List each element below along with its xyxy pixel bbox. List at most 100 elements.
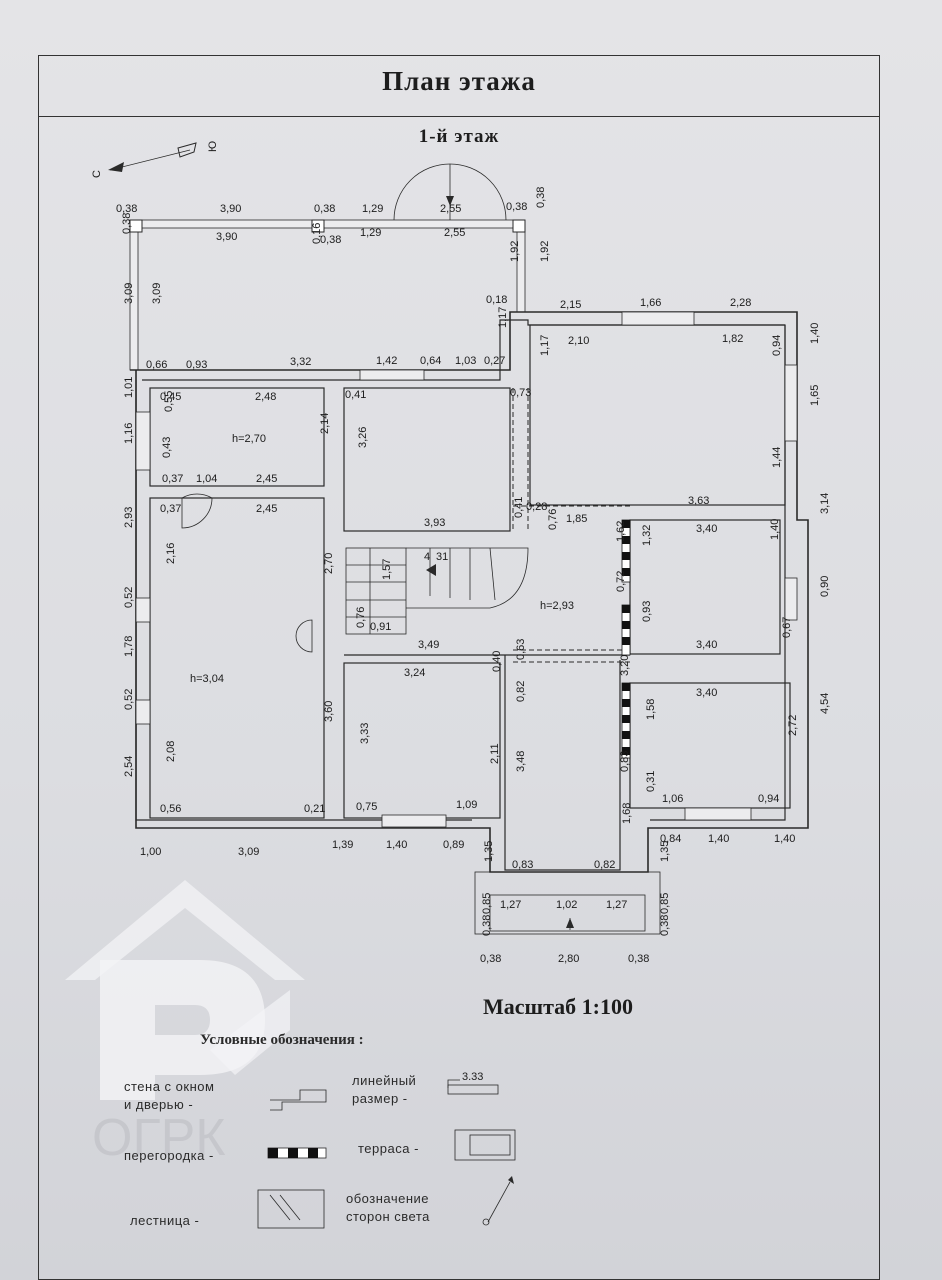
svg-text:2,11: 2,11 bbox=[489, 743, 501, 764]
svg-text:0,89: 0,89 bbox=[443, 839, 464, 851]
legend-terrace-label: терраса - bbox=[358, 1141, 419, 1156]
svg-text:3,40: 3,40 bbox=[696, 523, 717, 535]
svg-text:0,85: 0,85 bbox=[481, 893, 493, 914]
svg-text:0,37: 0,37 bbox=[162, 473, 183, 485]
svg-text:2,70: 2,70 bbox=[323, 553, 335, 574]
svg-text:1,65: 1,65 bbox=[809, 385, 821, 406]
svg-text:2,48: 2,48 bbox=[255, 391, 276, 403]
svg-text:3,33: 3,33 bbox=[359, 723, 371, 744]
page-title: План этажа bbox=[382, 66, 536, 96]
svg-text:31: 31 bbox=[436, 551, 448, 563]
svg-text:2,45: 2,45 bbox=[256, 503, 277, 515]
svg-text:0,94: 0,94 bbox=[758, 793, 779, 805]
svg-text:0,28: 0,28 bbox=[526, 501, 547, 513]
svg-text:1,58: 1,58 bbox=[645, 699, 657, 720]
svg-text:0,16: 0,16 bbox=[311, 223, 323, 244]
svg-text:0,52: 0,52 bbox=[123, 689, 135, 710]
svg-text:2,15: 2,15 bbox=[560, 299, 581, 311]
svg-text:0,67: 0,67 bbox=[781, 617, 793, 638]
svg-text:3,14: 3,14 bbox=[819, 493, 831, 514]
terrace bbox=[129, 163, 526, 371]
svg-text:3,09: 3,09 bbox=[151, 283, 163, 304]
svg-text:1,40: 1,40 bbox=[809, 323, 821, 344]
svg-text:0,72: 0,72 bbox=[615, 571, 627, 592]
svg-text:2,45: 2,45 bbox=[256, 473, 277, 485]
svg-text:3,20: 3,20 bbox=[619, 655, 631, 676]
svg-text:0,38: 0,38 bbox=[659, 915, 671, 936]
svg-text:0,76: 0,76 bbox=[547, 509, 559, 530]
svg-text:0,84: 0,84 bbox=[660, 833, 681, 845]
room-2 bbox=[149, 497, 325, 819]
svg-text:0,31: 0,31 bbox=[645, 771, 657, 792]
svg-text:3,60: 3,60 bbox=[323, 701, 335, 722]
legend-stairs-label: лестница - bbox=[130, 1213, 200, 1228]
legend-linear-label: линейный размер - bbox=[352, 1073, 417, 1106]
room-5 bbox=[629, 519, 781, 655]
svg-text:3,40: 3,40 bbox=[696, 639, 717, 651]
svg-text:3,90: 3,90 bbox=[220, 203, 241, 215]
svg-text:1,35: 1,35 bbox=[659, 841, 671, 862]
svg-text:1,00: 1,00 bbox=[140, 846, 161, 858]
svg-text:1,92: 1,92 bbox=[509, 241, 521, 262]
svg-text:0,94: 0,94 bbox=[771, 335, 783, 356]
svg-text:1,92: 1,92 bbox=[539, 241, 551, 262]
svg-text:2,93: 2,93 bbox=[123, 507, 135, 528]
svg-text:2,72: 2,72 bbox=[787, 715, 799, 736]
title-divider bbox=[38, 116, 880, 117]
stairs bbox=[345, 547, 529, 635]
svg-text:2,54: 2,54 bbox=[123, 756, 135, 777]
svg-text:0,45: 0,45 bbox=[160, 391, 181, 403]
svg-text:3,93: 3,93 bbox=[424, 517, 445, 529]
svg-text:3,26: 3,26 bbox=[357, 427, 369, 448]
svg-text:4,54: 4,54 bbox=[819, 693, 831, 714]
svg-text:0,52: 0,52 bbox=[123, 587, 135, 608]
svg-text:1,39: 1,39 bbox=[332, 839, 353, 851]
svg-text:1,29: 1,29 bbox=[360, 227, 381, 239]
svg-text:1,82: 1,82 bbox=[722, 333, 743, 345]
ogrk-watermark-logo: ОГРК bbox=[65, 880, 305, 1167]
svg-text:1,32: 1,32 bbox=[641, 525, 653, 546]
porch bbox=[474, 871, 661, 935]
svg-text:0,38: 0,38 bbox=[314, 203, 335, 215]
svg-text:0,38: 0,38 bbox=[480, 953, 501, 965]
svg-text:Ю: Ю bbox=[207, 141, 219, 152]
svg-text:1,40: 1,40 bbox=[386, 839, 407, 851]
svg-text:0,37: 0,37 bbox=[160, 503, 181, 515]
svg-text:0,55: 0,55 bbox=[163, 391, 175, 412]
svg-text:0,38: 0,38 bbox=[506, 201, 527, 213]
svg-text:3.33: 3.33 bbox=[462, 1071, 483, 1083]
svg-text:1,01: 1,01 bbox=[123, 377, 135, 398]
svg-text:1,66: 1,66 bbox=[640, 297, 661, 309]
svg-text:0,75: 0,75 bbox=[356, 801, 377, 813]
room-3 bbox=[343, 387, 511, 532]
room-height-1: h=2,70 bbox=[232, 433, 266, 445]
svg-text:1,03: 1,03 bbox=[455, 355, 476, 367]
svg-text:0,38: 0,38 bbox=[121, 213, 133, 234]
svg-text:0,38: 0,38 bbox=[481, 915, 493, 936]
room-height-3: h=2,93 bbox=[540, 600, 574, 612]
svg-text:1,17: 1,17 bbox=[497, 307, 509, 328]
svg-text:2,55: 2,55 bbox=[444, 227, 465, 239]
svg-text:0,83: 0,83 bbox=[619, 751, 631, 772]
svg-text:0,91: 0,91 bbox=[370, 621, 391, 633]
svg-text:1,29: 1,29 bbox=[362, 203, 383, 215]
svg-text:0,38: 0,38 bbox=[320, 234, 341, 246]
svg-text:1,62: 1,62 bbox=[615, 521, 627, 542]
svg-text:3,49: 3,49 bbox=[418, 639, 439, 651]
room-height-2: h=3,04 bbox=[190, 673, 224, 685]
svg-text:2,10: 2,10 bbox=[568, 335, 589, 347]
svg-text:1,06: 1,06 bbox=[662, 793, 683, 805]
svg-text:1,42: 1,42 bbox=[376, 355, 397, 367]
svg-text:1,16: 1,16 bbox=[123, 423, 135, 444]
svg-text:0,41: 0,41 bbox=[513, 497, 525, 518]
room-7 bbox=[529, 324, 786, 506]
svg-text:3,48: 3,48 bbox=[515, 751, 527, 772]
svg-text:3,63: 3,63 bbox=[688, 495, 709, 507]
svg-text:0,82: 0,82 bbox=[515, 681, 527, 702]
svg-text:2,16: 2,16 bbox=[165, 543, 177, 564]
svg-text:ОГРК: ОГРК bbox=[92, 1109, 226, 1167]
compass-arrow-icon: С Ю bbox=[91, 141, 219, 178]
svg-text:1,85: 1,85 bbox=[566, 513, 587, 525]
svg-text:0,38: 0,38 bbox=[535, 187, 547, 208]
svg-text:1,40: 1,40 bbox=[708, 833, 729, 845]
